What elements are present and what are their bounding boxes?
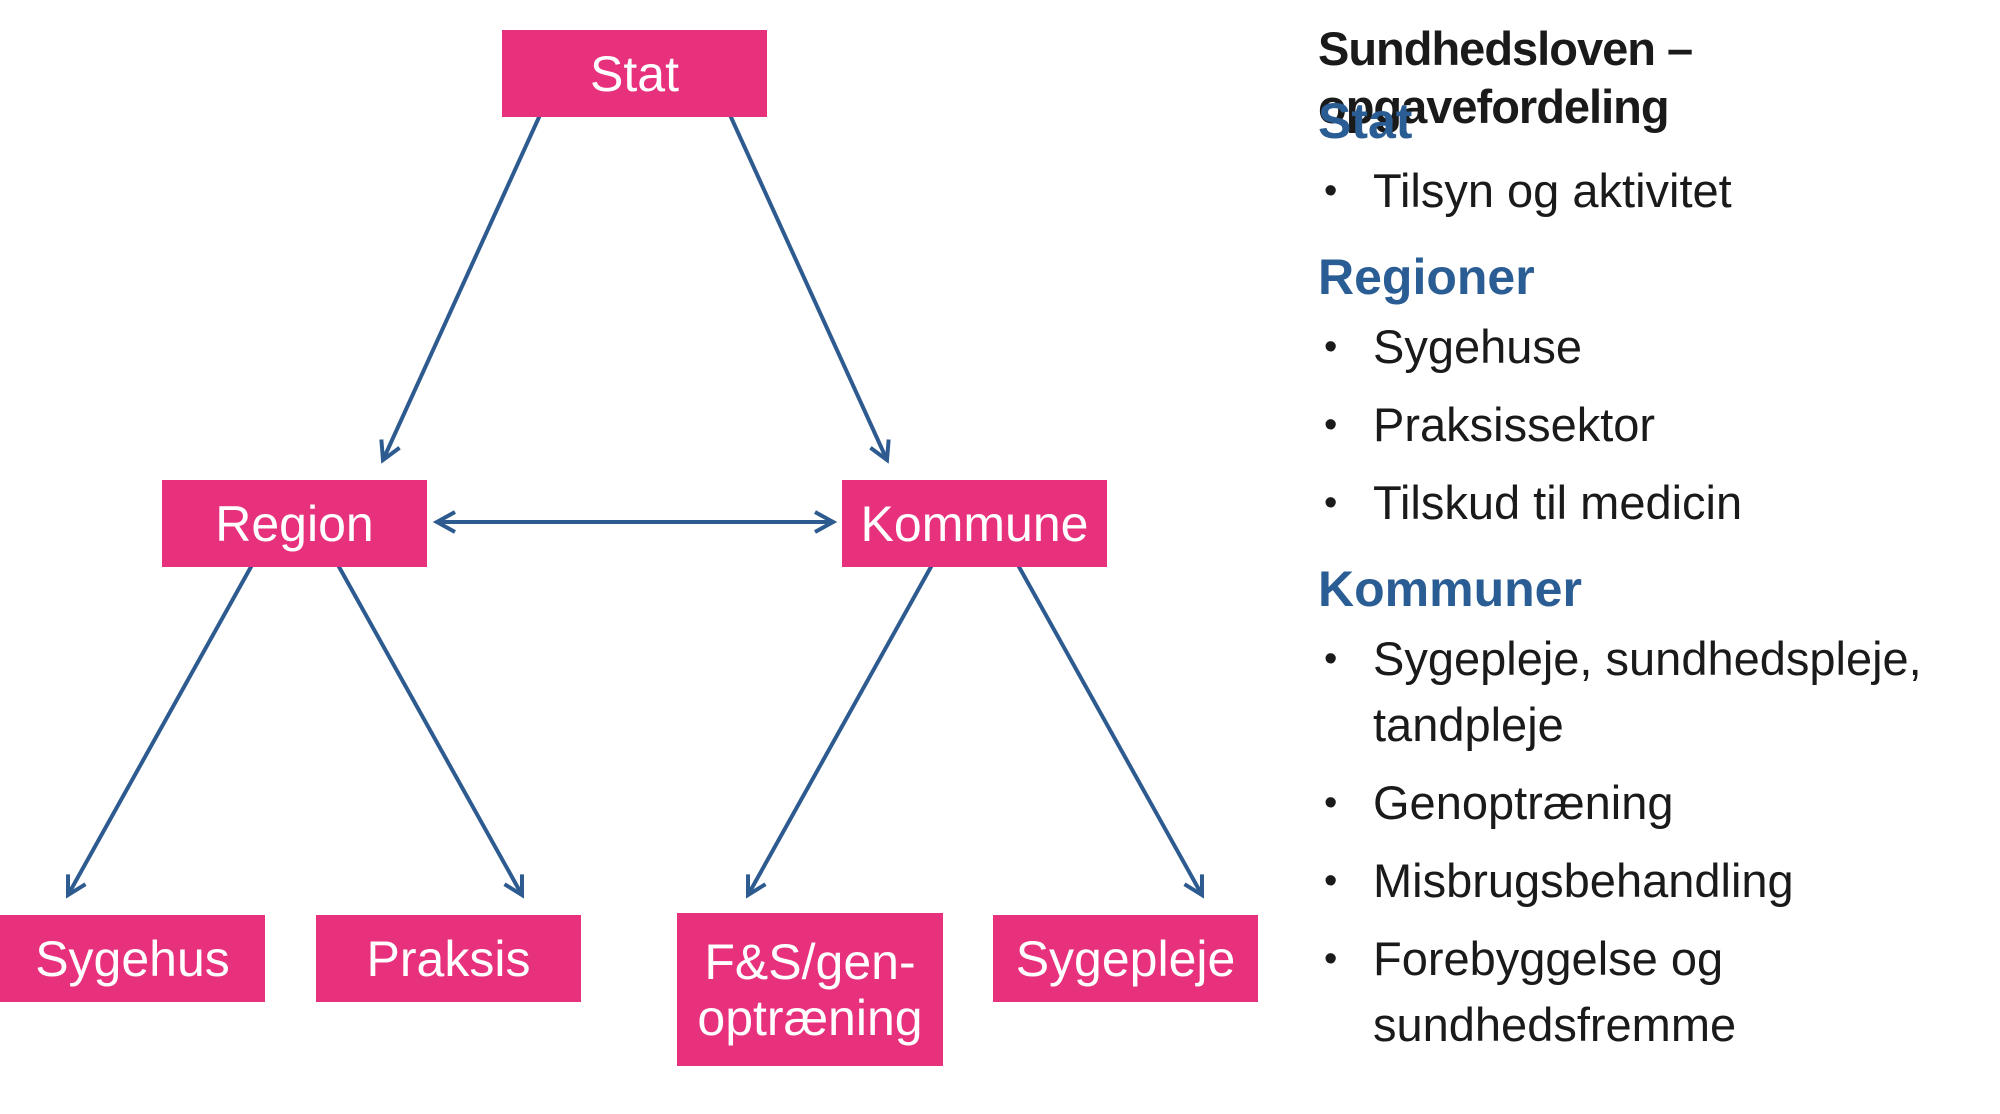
task-distribution-panel: Sundhedsloven – opgavefordeling Stat •Ti… xyxy=(1318,20,1988,1078)
bullet-icon: • xyxy=(1324,482,1338,524)
arrow-kommune-sygepleje xyxy=(1016,564,1202,895)
node-stat: Stat xyxy=(502,30,767,117)
arrow-stat-kommune xyxy=(728,114,887,460)
org-diagram: Stat Region Kommune Sygehus Praksis F&S/… xyxy=(0,30,1260,1114)
bullet-icon: • xyxy=(1324,782,1338,824)
node-region: Region xyxy=(162,480,427,567)
section-stat: Stat •Tilsyn og aktivitet xyxy=(1318,88,1988,224)
bullet-icon: • xyxy=(1324,938,1338,980)
section-kommuner: Kommuner •Sygepleje, sundhedspleje, tand… xyxy=(1318,556,1988,1058)
bullet-list: •Sygepleje, sundhedspleje, tandpleje •Ge… xyxy=(1318,626,1988,1058)
section-heading: Regioner xyxy=(1318,249,1535,305)
list-item: •Sygepleje, sundhedspleje, tandpleje xyxy=(1318,626,1988,758)
list-item: •Tilsyn og aktivitet xyxy=(1318,158,1988,224)
node-sygehus: Sygehus xyxy=(0,915,265,1002)
arrow-kommune-genoptraening xyxy=(748,564,934,895)
node-genoptraening: F&S/gen- optræning xyxy=(677,913,943,1066)
arrow-region-praksis xyxy=(336,564,522,895)
list-item: •Misbrugsbehandling xyxy=(1318,848,1988,914)
list-item: •Forebyggelse og sundhedsfremme xyxy=(1318,926,1988,1058)
bullet-icon: • xyxy=(1324,170,1338,212)
list-item: •Genoptræning xyxy=(1318,770,1988,836)
section-heading: Stat xyxy=(1318,93,1413,149)
list-item: •Praksissektor xyxy=(1318,392,1988,458)
bullet-icon: • xyxy=(1324,404,1338,446)
bullet-icon: • xyxy=(1324,326,1338,368)
node-kommune: Kommune xyxy=(842,480,1107,567)
bullet-list: •Sygehuse •Praksissektor •Tilskud til me… xyxy=(1318,314,1988,536)
arrows-layer xyxy=(0,114,1260,1114)
section-regioner: Regioner •Sygehuse •Praksissektor •Tilsk… xyxy=(1318,244,1988,536)
bullet-list: •Tilsyn og aktivitet xyxy=(1318,158,1988,224)
list-item: •Tilskud til medicin xyxy=(1318,470,1988,536)
node-praksis: Praksis xyxy=(316,915,581,1002)
arrow-region-sygehus xyxy=(68,564,254,895)
arrow-stat-region xyxy=(383,114,542,460)
bullet-icon: • xyxy=(1324,638,1338,680)
node-sygepleje: Sygepleje xyxy=(993,915,1258,1002)
panel-title: Sundhedsloven – opgavefordeling xyxy=(1318,22,1693,133)
bullet-icon: • xyxy=(1324,860,1338,902)
section-heading: Kommuner xyxy=(1318,561,1582,617)
list-item: •Sygehuse xyxy=(1318,314,1988,380)
